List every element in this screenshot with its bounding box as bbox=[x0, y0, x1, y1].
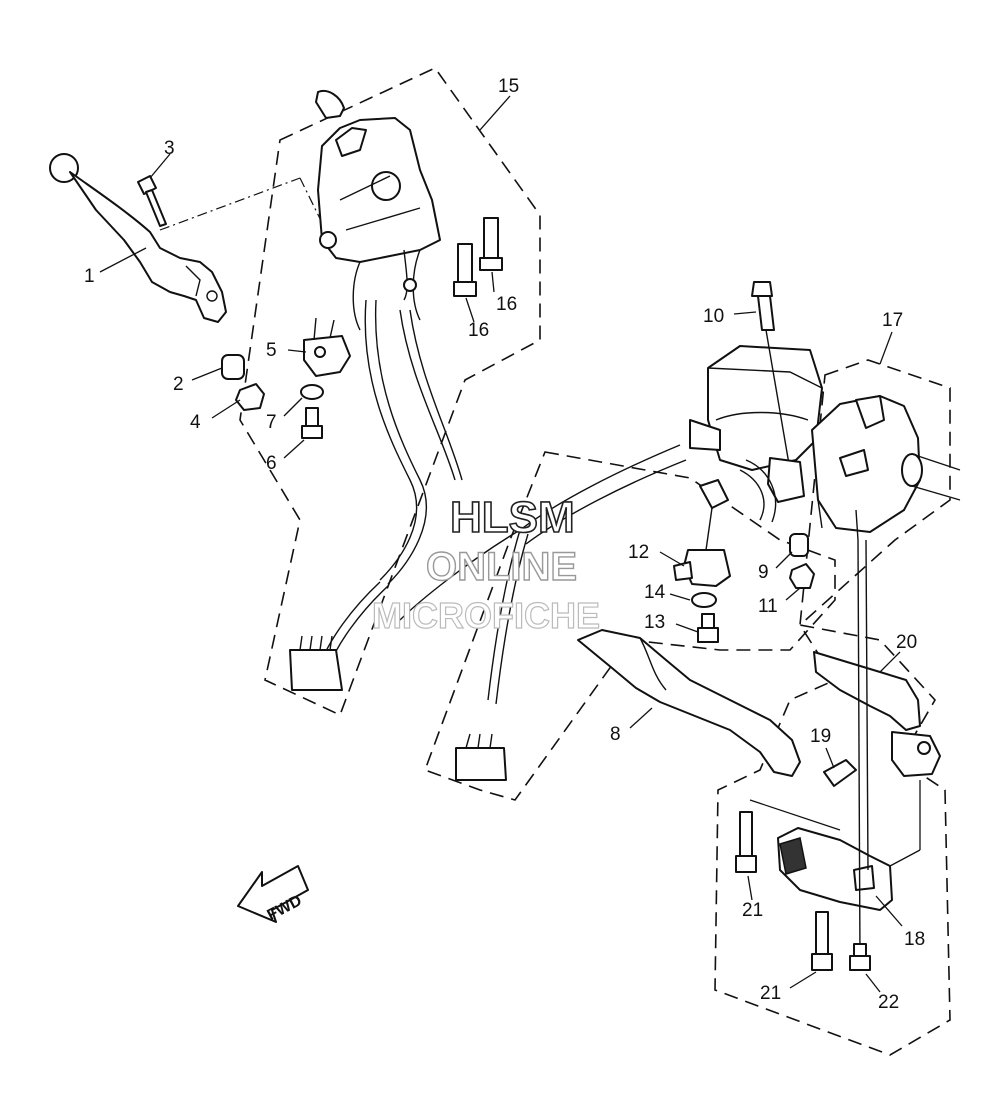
clamp-right bbox=[739, 457, 805, 523]
harness-right bbox=[455, 529, 529, 781]
callout-3: 3 bbox=[164, 138, 175, 159]
group-15-boundary bbox=[239, 66, 541, 717]
callout-21a: 21 bbox=[742, 900, 763, 921]
screw-13 bbox=[697, 613, 719, 643]
callout-10: 10 bbox=[703, 306, 724, 327]
switch-assembly-17 bbox=[811, 395, 961, 541]
callout-6: 6 bbox=[266, 453, 277, 474]
callout-14: 14 bbox=[644, 582, 666, 603]
callout-11: 11 bbox=[758, 596, 778, 617]
callout-20: 20 bbox=[896, 632, 917, 653]
master-cylinder bbox=[399, 345, 823, 621]
bolt-10 bbox=[751, 281, 775, 331]
callout-17: 17 bbox=[882, 310, 903, 331]
bolt-3 bbox=[137, 175, 167, 227]
callout-19: 19 bbox=[810, 726, 831, 747]
switch-assembly-15 bbox=[315, 90, 441, 331]
callout-2: 2 bbox=[173, 374, 184, 395]
callout-16a: 16 bbox=[496, 294, 517, 315]
collar-9 bbox=[789, 533, 809, 557]
callout-7: 7 bbox=[266, 412, 277, 433]
switch-5 bbox=[303, 317, 351, 377]
washer-7 bbox=[300, 384, 324, 400]
screw-16b bbox=[453, 243, 477, 297]
callout-16b: 16 bbox=[468, 320, 489, 341]
brake-lever-left bbox=[49, 153, 227, 323]
bolt-21b bbox=[811, 911, 833, 971]
watermark: HLSM ONLINE MICROFICHE bbox=[371, 492, 600, 636]
group-left-harness-boundary bbox=[423, 451, 836, 801]
watermark-line-2: ONLINE bbox=[426, 545, 577, 589]
pin-19 bbox=[823, 759, 857, 787]
callout-15: 15 bbox=[498, 76, 519, 97]
callout-8: 8 bbox=[610, 724, 621, 745]
fwd-arrow-icon: FWD bbox=[237, 865, 309, 924]
callout-13: 13 bbox=[644, 612, 665, 633]
bolt-22 bbox=[849, 943, 871, 971]
callout-1: 1 bbox=[84, 266, 95, 287]
screw-6 bbox=[301, 407, 323, 439]
harness-left bbox=[289, 299, 463, 691]
brake-lever-right bbox=[577, 629, 801, 777]
watermark-line-3: MICROFICHE bbox=[372, 595, 600, 636]
leader-lines bbox=[99, 95, 903, 993]
callout-12: 12 bbox=[628, 542, 649, 563]
bolt-21a bbox=[735, 811, 757, 873]
callout-9: 9 bbox=[758, 562, 769, 583]
screw-16a bbox=[479, 217, 503, 271]
group-17-boundary bbox=[714, 359, 951, 1056]
callout-22: 22 bbox=[878, 992, 899, 1013]
callout-18: 18 bbox=[904, 929, 925, 950]
switch-12 bbox=[673, 479, 731, 587]
watermark-line-1: HLSM bbox=[450, 493, 575, 542]
washer-14 bbox=[691, 592, 717, 608]
collar-2 bbox=[221, 354, 245, 380]
callout-5: 5 bbox=[266, 340, 277, 361]
callout-21b: 21 bbox=[760, 983, 781, 1004]
nut-11 bbox=[789, 563, 815, 589]
lever-20 bbox=[813, 651, 941, 777]
holder-18 bbox=[777, 827, 893, 911]
callout-4: 4 bbox=[190, 412, 201, 433]
nut-4 bbox=[235, 383, 265, 411]
